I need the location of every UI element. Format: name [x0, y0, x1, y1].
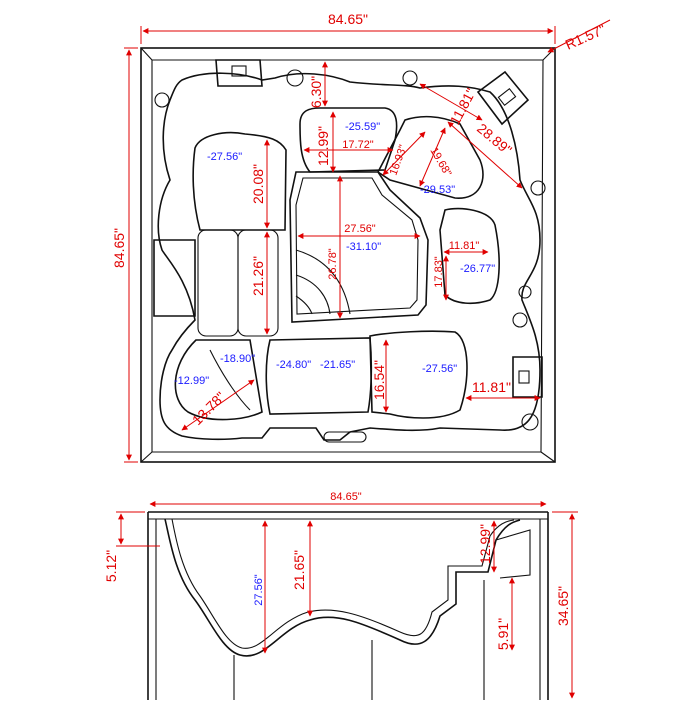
seat-left-upper [192, 131, 287, 231]
dim-radius [547, 19, 611, 53]
seat-depth-1890: -18.90" [220, 353, 255, 365]
footwell-inner [295, 177, 419, 315]
label-overall-width: 84.65" [328, 11, 368, 27]
jet-bump [521, 413, 539, 431]
label-1783: 17.83" [433, 256, 445, 288]
label-1654: 16.54" [371, 360, 387, 400]
jet-bump [154, 92, 170, 108]
seat-depth-2165: -21.65" [320, 359, 355, 371]
seat-depth-2677: -26.77" [460, 263, 495, 275]
seat-depth-2559: -25.59" [345, 121, 380, 133]
label-side-2165: 21.65" [291, 550, 307, 590]
footwell-step-curve [295, 274, 331, 315]
corner-line [140, 47, 153, 61]
label-side-height: 34.65" [555, 586, 571, 626]
pillow-top [215, 59, 263, 87]
footwell-step-curve [295, 295, 313, 315]
seat-depth-2480: -24.80" [276, 359, 311, 371]
front-recess [323, 431, 367, 443]
seat-top-middle [299, 107, 398, 173]
dim-2889 [447, 121, 523, 189]
label-630: 6.30" [308, 76, 324, 108]
dim-1693 [382, 131, 426, 176]
pillow-right-detail [518, 370, 530, 384]
label-side-width: 84.65" [330, 491, 362, 503]
seat-depth-2953: -29.53" [420, 184, 455, 196]
label-1378: 13.78" [189, 388, 229, 428]
side-tub-profile [164, 518, 521, 657]
label-2889: 28.89" [474, 120, 515, 158]
seat-bottom-mid [265, 337, 373, 415]
shell-outer-edge [140, 47, 556, 463]
side-view: 84.65" 5.12" 34.65" 27.56" 21.65" 12.99"… [103, 491, 578, 700]
top-view: 84.65" 84.65" R1.57" 6.30" 11.81" 28.89"… [111, 11, 611, 463]
side-step [495, 529, 531, 579]
pillow-corner [476, 70, 530, 126]
pillow-top-detail [231, 65, 247, 77]
dim-1968 [419, 127, 446, 187]
label-1299: 12.99" [315, 126, 331, 166]
seat-right [439, 207, 500, 305]
label-2126: 21.26" [250, 256, 266, 296]
label-rim: 5.12" [103, 550, 119, 582]
seat-bottom-right [369, 330, 468, 419]
seat-left-pad-b [237, 229, 279, 337]
jet-bump [402, 70, 418, 86]
seat-depth-2756-right: -27.56" [422, 363, 457, 375]
label-2756-mid: 27.56" [344, 223, 376, 235]
dim-1378 [181, 379, 255, 431]
pillow-corner-detail [497, 87, 517, 107]
dim-1181-top [419, 83, 483, 121]
label-1772: 17.72" [342, 139, 374, 151]
label-1968: 19.68" [427, 146, 453, 179]
label-side-step-591: 5.91" [495, 618, 511, 650]
label-radius: R1.57" [563, 21, 608, 53]
jet-bump [512, 312, 528, 328]
label-1181-mid: 11.81" [449, 240, 480, 252]
seat-left-pad-a [197, 229, 239, 337]
footwell-step-curve [295, 249, 351, 315]
seat-depth-3110: -31.10" [346, 241, 381, 253]
label-side-2756: 27.56" [253, 574, 265, 606]
side-tub-inner [171, 518, 515, 649]
jet-bump [530, 180, 546, 196]
corner-line [540, 451, 556, 463]
label-overall-depth: 84.65" [111, 228, 127, 268]
pillow-left [153, 239, 196, 317]
label-2008: 20.08" [250, 164, 266, 204]
label-2678: 26.78" [327, 248, 339, 280]
pillow-right [512, 356, 543, 398]
jet-bump [286, 69, 304, 87]
seat-depth-2756-left: -27.56" [207, 151, 242, 163]
footwell-outer [289, 171, 429, 323]
label-1181-top: 11.81" [447, 85, 479, 127]
corner-line [140, 451, 153, 463]
seat-depth-1299: -12.99" [174, 375, 209, 387]
label-1181-right: 11.81" [472, 379, 511, 395]
jet-bump [518, 285, 532, 299]
label-side-step-1299: 12.99" [477, 524, 493, 564]
